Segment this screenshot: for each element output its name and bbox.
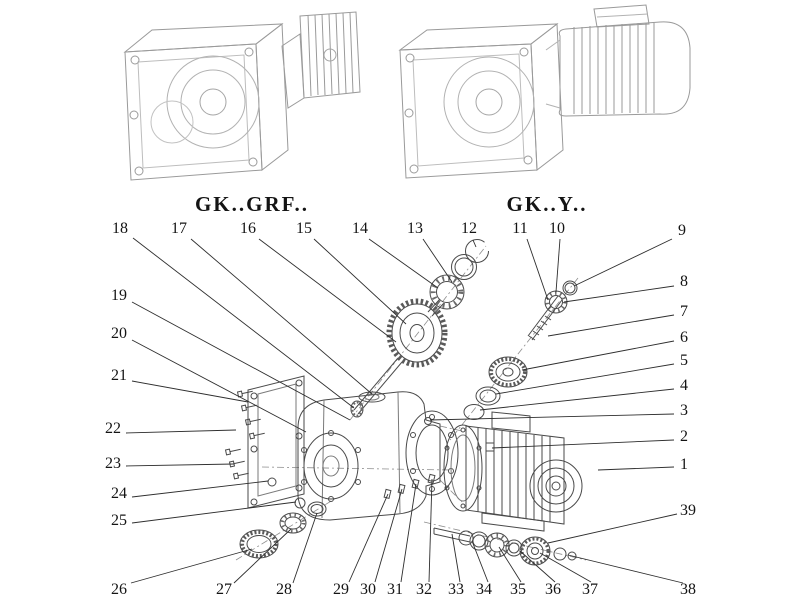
part-callout-25: 25	[111, 512, 127, 529]
motor-terminal-box-drawing	[491, 411, 531, 433]
part-callout-6: 6	[680, 329, 688, 346]
leader-line-6	[521, 340, 675, 371]
motor-drawing	[545, 4, 691, 117]
leader-line-30	[374, 488, 403, 583]
leader-line-15	[313, 238, 407, 325]
axis-lines	[235, 245, 587, 561]
part-callout-15: 15	[296, 220, 312, 237]
lower-left-gear-set-drawing	[239, 501, 327, 559]
leader-line-8	[563, 285, 675, 303]
model-label-gky: GK..Y..	[506, 192, 588, 216]
leader-line-2	[491, 439, 675, 449]
part-callout-33: 33	[448, 581, 464, 598]
leader-line-33	[451, 533, 461, 583]
part-callout-35: 35	[510, 581, 526, 598]
gearbox-drawing-gkgrf	[123, 11, 361, 181]
part-callout-30: 30	[360, 581, 376, 598]
part-callout-18: 18	[112, 220, 128, 237]
leader-line-14	[368, 238, 439, 289]
leader-line-26	[130, 548, 253, 584]
part-callout-2: 2	[680, 428, 688, 445]
part-callout-19: 19	[111, 287, 127, 304]
leader-line-25	[131, 501, 297, 524]
leader-line-34	[471, 540, 489, 583]
exploded-assembly-drawing	[224, 239, 587, 566]
part-callout-36: 36	[545, 581, 561, 598]
leader-line-12	[472, 239, 477, 248]
part-callout-1: 1	[680, 456, 688, 473]
leader-line-39	[547, 513, 678, 544]
snap-ring-drawing	[465, 239, 489, 263]
part-callout-28: 28	[276, 581, 292, 598]
small-fasteners-drawing	[383, 473, 436, 499]
leader-line-19	[131, 301, 351, 421]
leader-line-36	[519, 550, 556, 583]
leader-line-1	[597, 466, 675, 471]
leader-line-17	[190, 238, 373, 395]
model-label-gkgrf: GK..GRF..	[194, 192, 310, 216]
input-cover-drawing	[281, 11, 361, 109]
part-callout-37: 37	[582, 581, 598, 598]
part-callout-13: 13	[407, 220, 423, 237]
leader-line-16	[258, 238, 397, 343]
leader-line-11	[526, 238, 549, 301]
leader-line-22	[125, 429, 237, 434]
leader-line-31	[400, 483, 417, 583]
part-callout-14: 14	[352, 220, 368, 237]
motor-exploded-drawing	[443, 411, 583, 532]
part-callout-34: 34	[476, 581, 492, 598]
part-callout-12: 12	[461, 220, 477, 237]
leader-line-20	[131, 339, 307, 433]
leader-line-29	[348, 493, 389, 583]
part-callout-7: 7	[680, 303, 688, 320]
part-callout-22: 22	[105, 420, 121, 437]
part-callout-31: 31	[387, 581, 403, 598]
leader-line-13	[422, 238, 453, 283]
leader-line-21	[131, 380, 249, 403]
leader-line-7	[547, 314, 675, 337]
leader-line-3	[429, 413, 675, 421]
part-callout-32: 32	[416, 581, 432, 598]
part-callout-5: 5	[680, 352, 688, 369]
part-callout-27: 27	[216, 581, 232, 598]
part-callout-3: 3	[680, 402, 688, 419]
input-gear-stack-drawing	[350, 239, 489, 418]
leader-line-18	[132, 237, 355, 409]
leader-line-23	[125, 463, 235, 467]
leader-line-27	[233, 528, 292, 584]
leader-line-9	[573, 238, 673, 287]
gearbox-drawing-gky	[398, 4, 691, 179]
terminal-box-drawing	[593, 4, 650, 28]
plug-drawing	[424, 417, 432, 425]
leader-line-24	[131, 480, 269, 498]
leader-line-32	[428, 478, 433, 583]
fan-cover-drawing	[529, 459, 583, 513]
leader-line-5	[495, 363, 675, 395]
part-callout-39: 39	[680, 502, 696, 519]
leader-line-28	[292, 512, 318, 584]
part-callout-9: 9	[678, 222, 686, 239]
part-callout-29: 29	[333, 581, 349, 598]
part-callout-38: 38	[680, 581, 696, 598]
part-callout-16: 16	[240, 220, 256, 237]
leader-line-4	[479, 388, 675, 411]
leader-line-37	[539, 552, 592, 583]
part-callout-21: 21	[111, 367, 127, 384]
part-callout-11: 11	[512, 220, 528, 237]
leader-line-10	[555, 238, 561, 293]
output-shaft-assembly-drawing	[433, 527, 577, 566]
part-callout-8: 8	[680, 273, 688, 290]
part-callout-4: 4	[680, 377, 688, 394]
leader-line-38	[567, 554, 684, 584]
leader-line-35	[498, 546, 522, 583]
part-callout-24: 24	[111, 485, 127, 502]
part-callout-10: 10	[549, 220, 565, 237]
part-callout-17: 17	[171, 220, 187, 237]
part-callout-20: 20	[111, 325, 127, 342]
part-callout-26: 26	[111, 581, 127, 598]
part-callout-23: 23	[105, 455, 121, 472]
